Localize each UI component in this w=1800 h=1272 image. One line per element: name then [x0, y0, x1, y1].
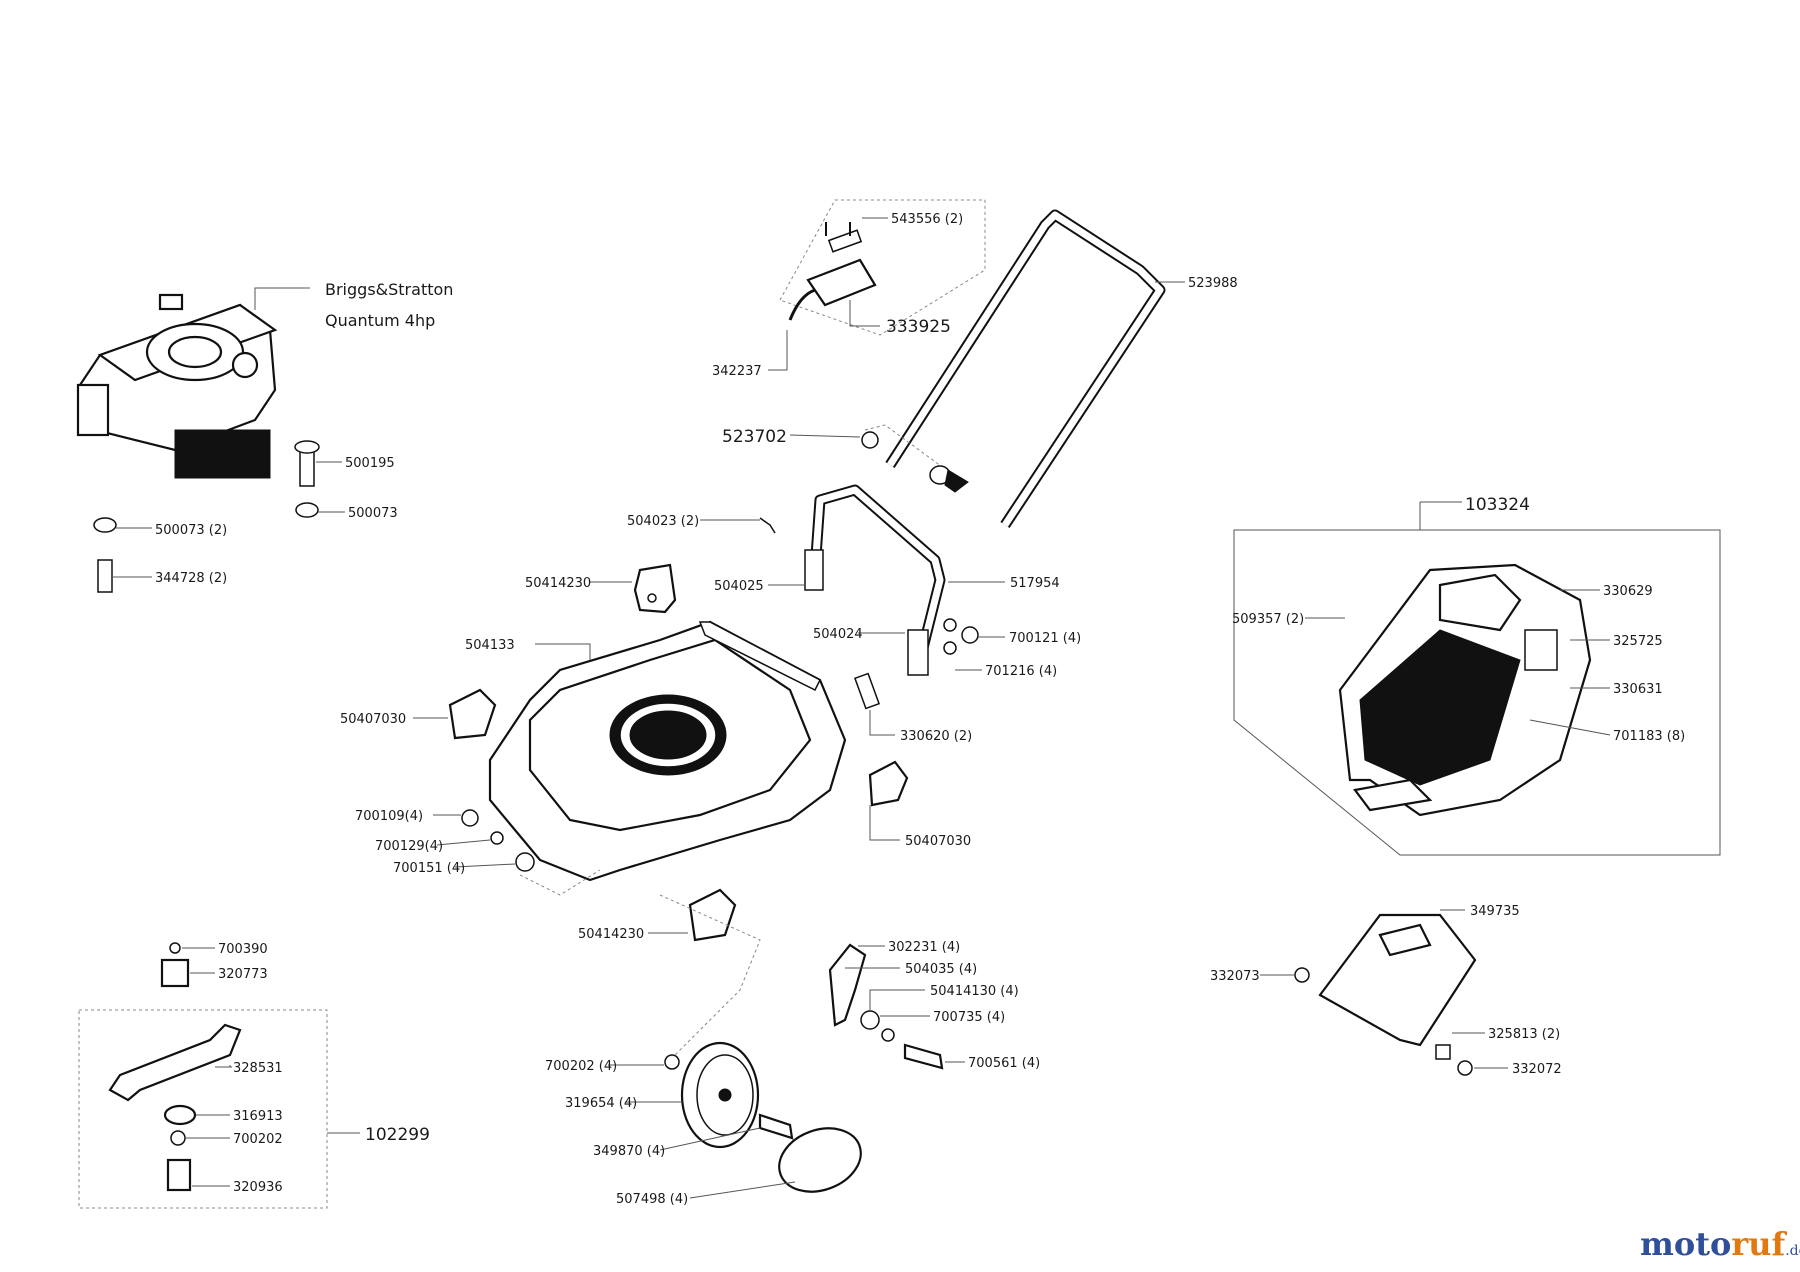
- label-504133: 504133: [465, 638, 515, 653]
- label-349870: 349870 (4): [593, 1144, 665, 1159]
- label-349735: 349735: [1470, 904, 1520, 919]
- discharge-flap: 349735 332073 325813 (2) 332072: [1210, 904, 1562, 1077]
- label-700735: 700735 (4): [933, 1010, 1005, 1025]
- watermark-suffix: .de: [1785, 1243, 1800, 1259]
- label-302231: 302231 (4): [888, 940, 960, 955]
- grass-catcher: 103324 509357 (2) 330629 325725 330631 7…: [1232, 495, 1721, 856]
- label-320773: 320773: [218, 967, 268, 982]
- deck-hardware: 700109(4) 700129(4) 700151 (4): [355, 809, 601, 896]
- label-320936: 320936: [233, 1180, 283, 1195]
- label-700202-w: 700202 (4): [545, 1059, 617, 1074]
- label-50407030-a: 50407030: [340, 712, 406, 727]
- mower-deck: 504133: [465, 620, 847, 882]
- label-523702: 523702: [722, 427, 787, 447]
- label-325813: 325813 (2): [1488, 1027, 1560, 1042]
- watermark-logo: motoruf.de: [1640, 1225, 1800, 1263]
- label-700561: 700561 (4): [968, 1056, 1040, 1071]
- label-504025: 504025: [714, 579, 764, 594]
- label-330629: 330629: [1603, 584, 1653, 599]
- label-332072: 332072: [1512, 1062, 1562, 1077]
- label-102299: 102299: [365, 1125, 430, 1145]
- label-509357: 509357 (2): [1232, 612, 1304, 627]
- wheel-assembly: 302231 (4) 504035 (4) 50414130 (4) 70073…: [545, 894, 1040, 1207]
- label-701183: 701183 (8): [1613, 729, 1685, 744]
- label-325725: 325725: [1613, 634, 1663, 649]
- label-330631: 330631: [1613, 682, 1663, 697]
- label-504023: 504023 (2): [627, 514, 699, 529]
- label-50414230-a: 50414230: [525, 576, 591, 591]
- label-700121: 700121 (4): [1009, 631, 1081, 646]
- label-330620: 330620 (2): [900, 729, 972, 744]
- blade-kit: 102299 700390 320773 328531 316913 70020…: [78, 942, 430, 1209]
- deck-brackets: 50407030 50407030 50414230: [340, 688, 971, 942]
- engine-drawing: Briggs&Stratton Quantum 4hp: [76, 280, 453, 479]
- label-500073-2: 500073 (2): [155, 523, 227, 538]
- label-333925: 333925: [886, 317, 951, 337]
- label-523988: 523988: [1188, 276, 1238, 291]
- label-504035: 504035 (4): [905, 962, 977, 977]
- watermark-text-b: ruf: [1731, 1225, 1787, 1263]
- svg-text:motoruf.de: motoruf.de: [1640, 1225, 1800, 1263]
- label-332073: 332073: [1210, 969, 1260, 984]
- label-507498: 507498 (4): [616, 1192, 688, 1207]
- control-unit: 543556 (2) 333925 342237: [712, 199, 986, 379]
- label-700109: 700109(4): [355, 809, 423, 824]
- label-543556: 543556 (2): [891, 212, 963, 227]
- watermark-text-a: moto: [1640, 1225, 1731, 1263]
- label-701216: 701216 (4): [985, 664, 1057, 679]
- label-700390: 700390: [218, 942, 268, 957]
- label-504024: 504024: [813, 627, 863, 642]
- engine-bolts: 500195 500073 500073 (2) 344728 (2): [93, 440, 398, 593]
- bracket-top: 50414230: [525, 563, 677, 614]
- label-328531: 328531: [233, 1061, 283, 1076]
- label-700151: 700151 (4): [393, 861, 465, 876]
- label-500195: 500195: [345, 456, 395, 471]
- lower-handle: 504023 (2) 504025 517954 504024 700121 (…: [627, 484, 1081, 744]
- label-50414230-b: 50414230: [578, 927, 644, 942]
- label-344728: 344728 (2): [155, 571, 227, 586]
- label-316913: 316913: [233, 1109, 283, 1124]
- label-50414130: 50414130 (4): [930, 984, 1019, 999]
- engine-model: Quantum 4hp: [325, 311, 435, 330]
- label-342237: 342237: [712, 364, 762, 379]
- label-50407030-b: 50407030: [905, 834, 971, 849]
- label-500073: 500073: [348, 506, 398, 521]
- label-700202: 700202: [233, 1132, 283, 1147]
- label-700129: 700129(4): [375, 839, 443, 854]
- engine-name: Briggs&Stratton: [325, 280, 453, 299]
- handle-knob: 523702: [722, 424, 969, 493]
- label-319654: 319654 (4): [565, 1096, 637, 1111]
- upper-handle: 523988: [885, 209, 1238, 529]
- label-517954: 517954: [1010, 576, 1060, 591]
- label-103324: 103324: [1465, 495, 1530, 515]
